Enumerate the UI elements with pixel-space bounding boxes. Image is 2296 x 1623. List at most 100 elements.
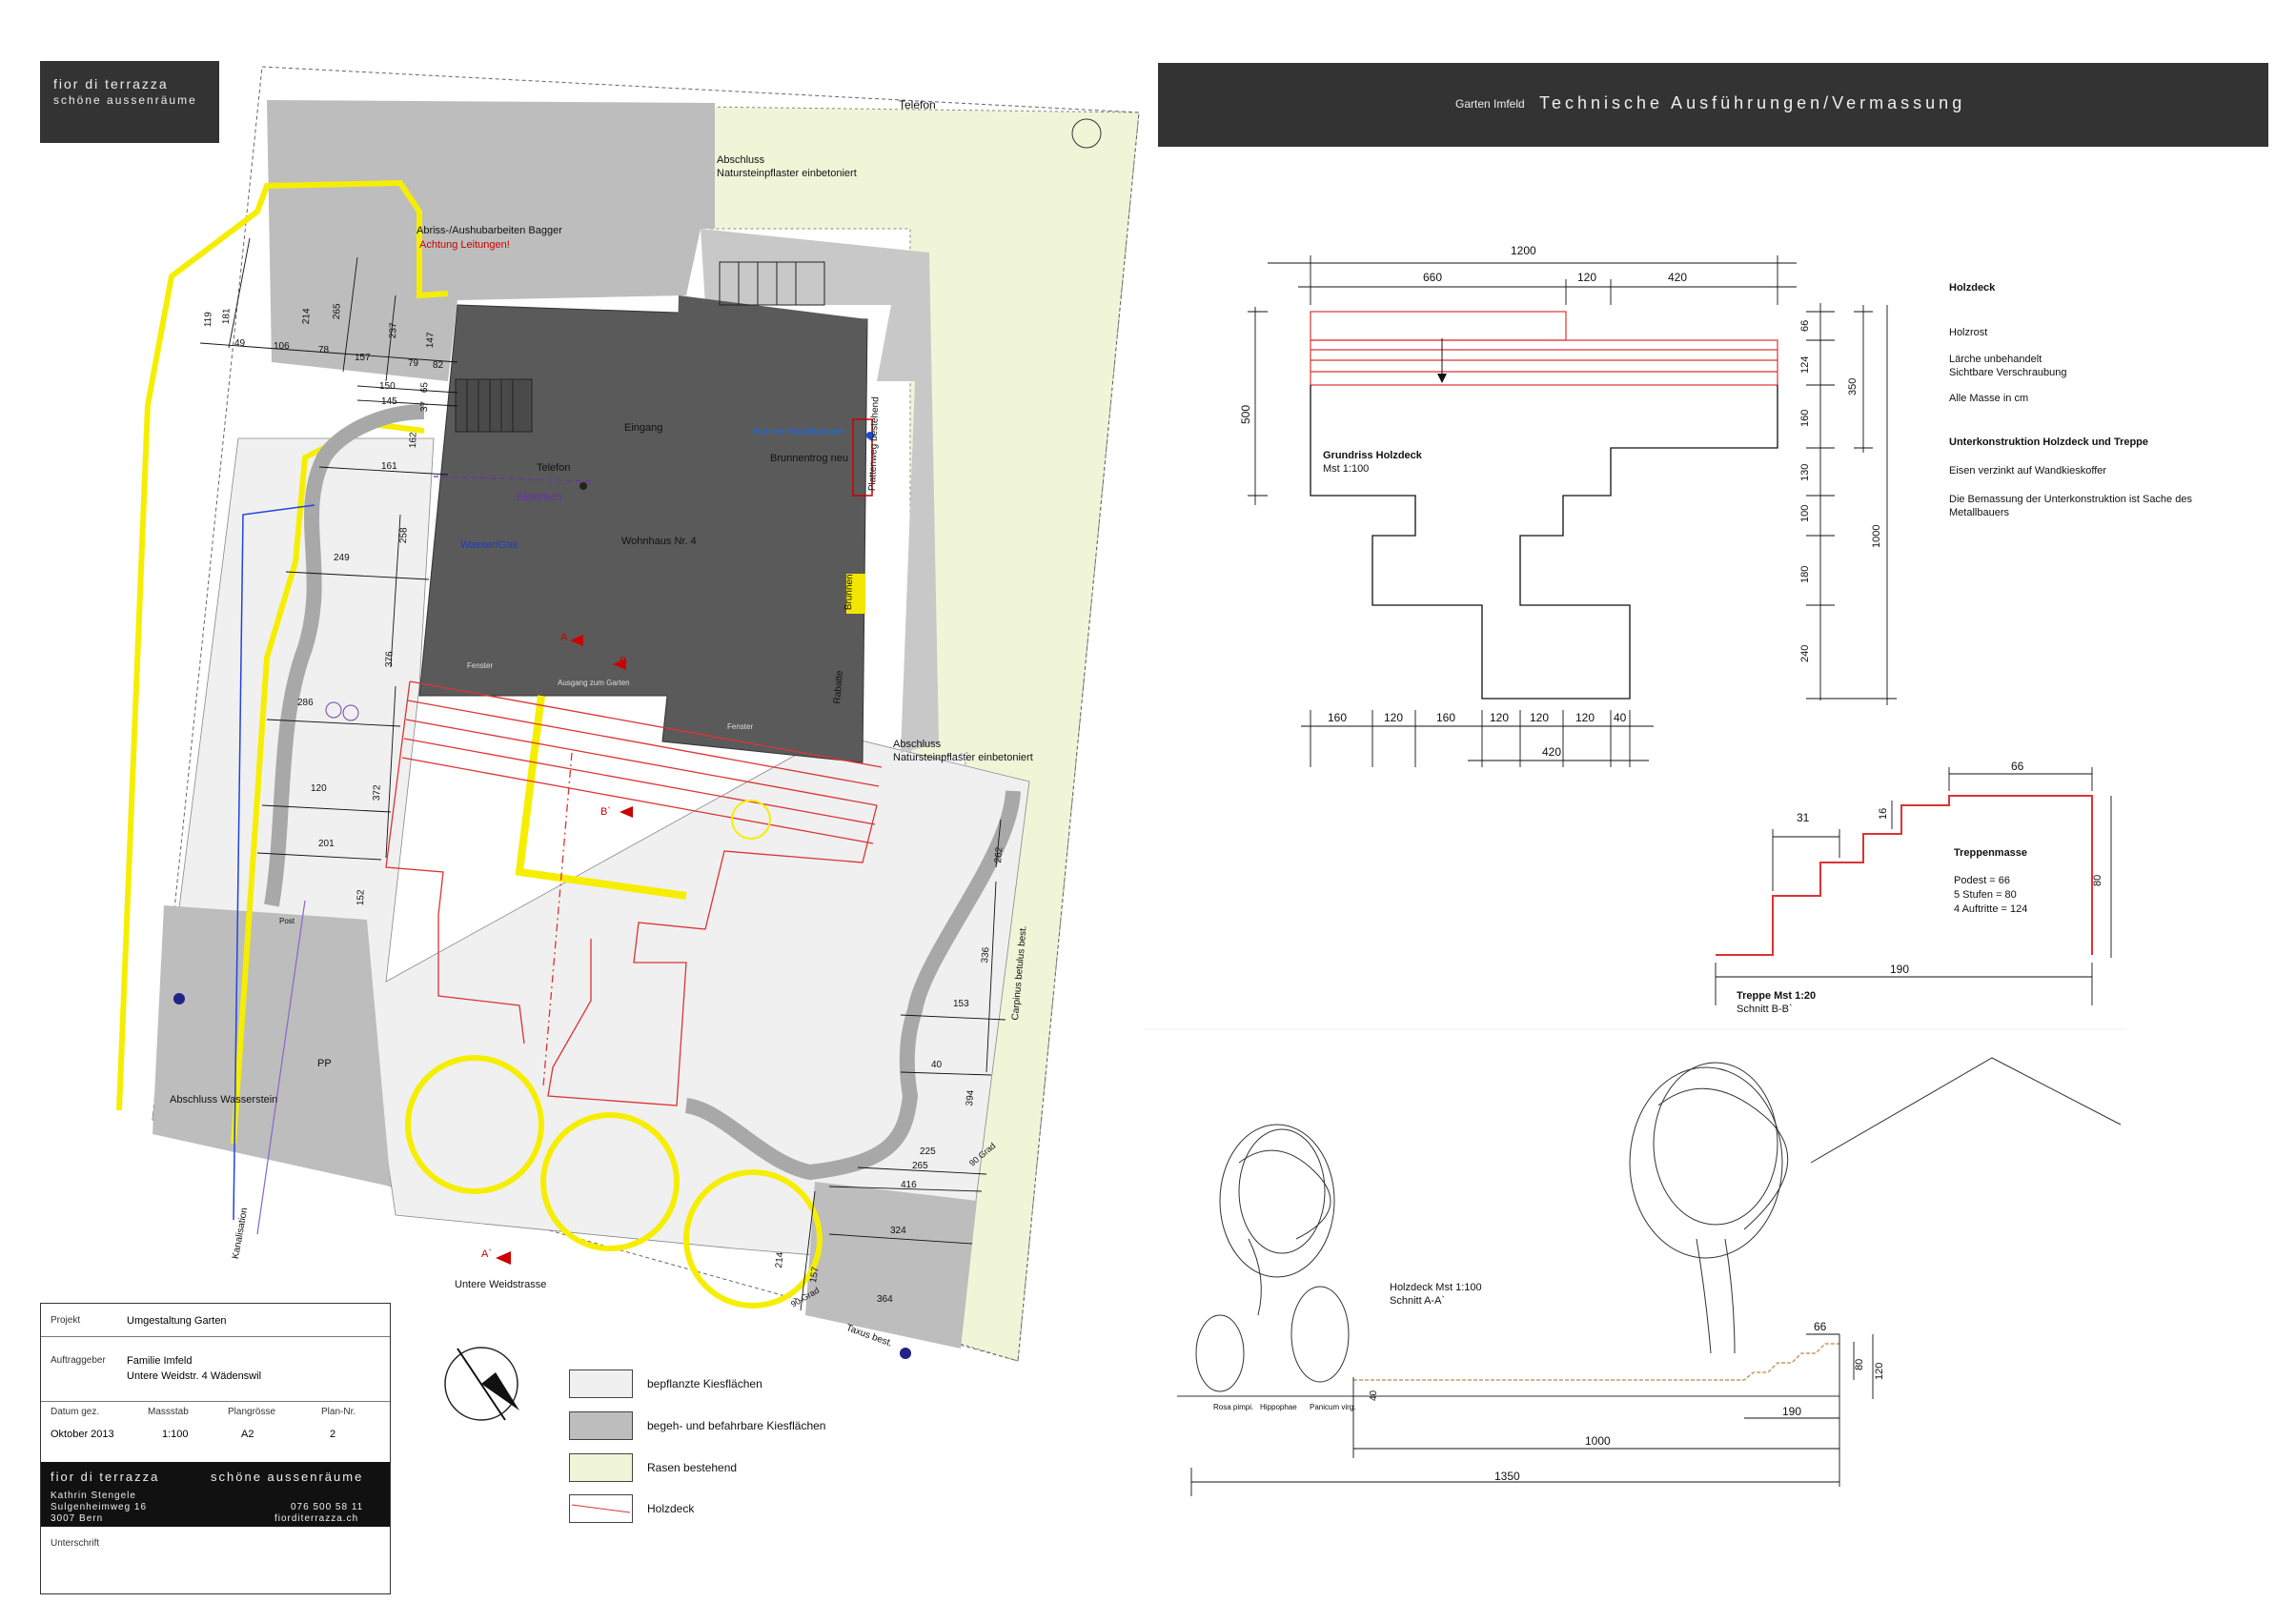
label-abschluss-wasserstein: Abschluss Wasserstein [170, 1094, 278, 1106]
tree-circle-2 [540, 1112, 680, 1251]
stair-dim-80: 80 [2092, 874, 2103, 886]
dim-b120c: 120 [1530, 711, 1550, 724]
legend-swatch-lawn [569, 1453, 633, 1482]
electric-line [433, 476, 592, 482]
tb-plangroesse-label: Plangrösse [228, 1407, 276, 1417]
dim-120-top: 120 [1577, 271, 1597, 284]
label-telefon-top: Telefon [899, 98, 936, 112]
dim-b120b: 120 [1490, 711, 1510, 724]
label-eingang: Eingang [624, 422, 663, 434]
stair-schnitt: Schnitt B-B` [1737, 1004, 1793, 1015]
section-dim-40: 40 [1369, 1390, 1379, 1401]
dim-225: 225 [920, 1146, 936, 1157]
label-ausgang: Ausgang zum Garten [558, 679, 630, 687]
tb-row-auftraggeber [41, 1336, 390, 1402]
brunnentrog [852, 418, 873, 497]
tree-marker-a [325, 701, 342, 719]
stair-dim-190: 190 [1890, 963, 1910, 976]
dim-b160a: 160 [1328, 711, 1348, 724]
dim-78: 78 [318, 345, 330, 355]
label-brunnen: Brunnen [843, 574, 856, 611]
section-dims [1190, 1333, 1874, 1496]
tree-circle-1 [405, 1055, 544, 1194]
north-arrow [444, 1347, 519, 1421]
section-plant-rosa: Rosa pimpi. [1213, 1403, 1254, 1411]
dim-150: 150 [379, 381, 396, 392]
note-holzdeck-title: Holzdeck [1949, 282, 1996, 294]
note-verschraubung: Sichtbare Verschraubung [1949, 367, 2067, 378]
dim-r1000: 1000 [1871, 524, 1882, 548]
section-schnitt: Schnitt A-A` [1390, 1295, 1446, 1307]
dim-49: 49 [234, 338, 246, 349]
label-section-a: A [560, 632, 568, 643]
tb-projekt: Umgestaltung Garten [127, 1315, 227, 1327]
dim-b120a: 120 [1384, 711, 1404, 724]
label-post: Post [279, 917, 295, 925]
dim-153: 153 [953, 999, 969, 1009]
section-title: Holzdeck Mst 1:100 [1390, 1282, 1482, 1293]
brand-name: fior di terrazza [53, 76, 169, 91]
dim-214: 214 [301, 308, 313, 325]
holzdeck-plan-title: Grundriss Holzdeck [1323, 450, 1422, 461]
stair-dim-31: 31 [1797, 811, 1810, 824]
tb-massstab: 1:100 [162, 1429, 189, 1440]
survey-point-circle [1071, 118, 1102, 149]
dim-r160: 160 [1799, 409, 1811, 427]
label-brunnentrog: Brunnentrog neu [770, 453, 848, 464]
dim-1200: 1200 [1511, 244, 1536, 257]
stair-title: Treppenmasse [1954, 847, 2028, 859]
note-laerche: Lärche unbehandelt [1949, 354, 2042, 365]
tap-marker [866, 432, 874, 439]
dim-249: 249 [334, 553, 350, 563]
label-wasser-gas: Wasser/Gas [460, 539, 518, 551]
dim-258: 258 [398, 527, 410, 544]
label-fenster-2: Fenster [727, 722, 754, 731]
water-gas-line [233, 504, 315, 1221]
dim-265b: 265 [912, 1161, 928, 1171]
label-elektrisch: Elektrisch [517, 492, 562, 503]
stair-profile [1716, 795, 2093, 956]
dim-237: 237 [388, 322, 399, 339]
note-unterkonstruktion-title: Unterkonstruktion Holzdeck und Treppe [1949, 436, 2149, 448]
dim-394: 394 [965, 1089, 977, 1106]
sheet-title: Technische Ausführungen/Vermassung [1539, 93, 1966, 112]
dim-b160b: 160 [1436, 711, 1456, 724]
note-masse: Alle Masse in cm [1949, 393, 2029, 404]
grey-path-left [264, 404, 425, 907]
stairs-top [719, 261, 825, 306]
dim-40: 40 [931, 1060, 943, 1070]
label-abschluss-top-2: Natursteinpflaster einbetoniert [717, 168, 857, 179]
dim-161: 161 [381, 461, 397, 472]
tb-plangroesse: A2 [241, 1429, 254, 1440]
entrance-stairs [455, 378, 533, 433]
tree-marker-b [342, 704, 359, 721]
manhole-left [173, 993, 185, 1004]
property-boundary [152, 66, 1140, 1362]
label-fenster-1: Fenster [467, 661, 494, 670]
sheet-title-bar: Garten Imfeld Technische Ausführungen/Ve… [1158, 63, 2268, 147]
dim-147: 147 [425, 332, 437, 349]
house-upper [677, 295, 867, 400]
tree-circle-3 [683, 1169, 823, 1309]
note-holzrost: Holzrost [1949, 327, 1988, 338]
dim-b420: 420 [1542, 745, 1562, 759]
tb-person: Kathrin Stengele [51, 1491, 136, 1501]
project-short-name: Garten Imfeld [1455, 97, 1525, 111]
label-wohnhaus: Wohnhaus Nr. 4 [621, 536, 697, 547]
brand-tagline: schöne aussenräume [53, 93, 197, 107]
gravel-top [267, 100, 715, 381]
tb-brand-name: fior di terrazza [51, 1470, 160, 1484]
section-dim-66: 66 [1814, 1320, 1827, 1333]
dim-r66: 66 [1799, 319, 1811, 332]
legend-label-gravel: begeh- und befahrbare Kiesflächen [647, 1419, 826, 1432]
dim-r350: 350 [1847, 377, 1859, 396]
siteplan-dimension-lines [199, 237, 1006, 1311]
dim-416: 416 [901, 1180, 917, 1190]
note-bemassung-1: Die Bemassung der Unterkonstruktion ist … [1949, 494, 2192, 505]
legend-label-lawn: Rasen bestehend [647, 1461, 738, 1474]
holzdeck-plan-dims [1248, 255, 1897, 767]
dim-500: 500 [1239, 404, 1252, 424]
dim-r240: 240 [1799, 644, 1811, 662]
dim-265: 265 [332, 303, 343, 320]
